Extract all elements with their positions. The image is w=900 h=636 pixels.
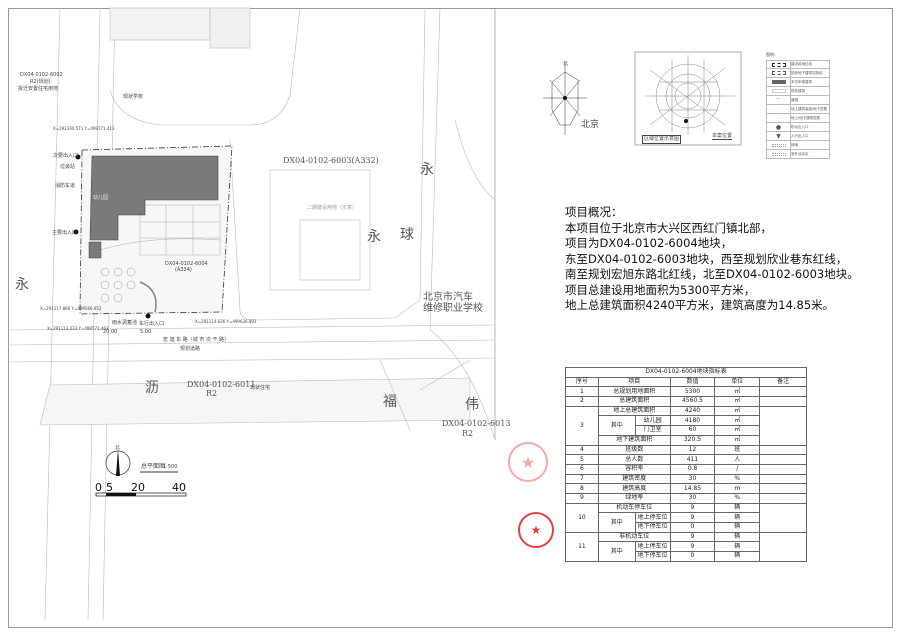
school-label-line2: 维修职业学校 (423, 303, 483, 314)
legend-item: 地上建筑高度/地下层数 (791, 106, 828, 111)
wind-rose-city: 北京 (581, 120, 600, 130)
existing-school-label: 现状学校 (123, 94, 144, 100)
dimension-label: 5.00 (140, 329, 152, 335)
plan-title: 总平面图 (141, 463, 166, 470)
parcel-6002-label: DX04-0102-6002 (20, 72, 63, 78)
parcel-6013-label: DX04-0102-6013 (442, 419, 511, 428)
street-char: 沥 (145, 380, 159, 396)
scale-tick: 40 (172, 481, 186, 494)
coord-label: X=291114.636 Y=499626.891 (195, 319, 257, 324)
legend-item: 机动出入口 (791, 124, 809, 129)
wind-rose-north: 北 (563, 61, 569, 67)
garbage-label: 垃圾站 (60, 164, 76, 170)
overview-line: 南至规划宏旭东路北红线，北至DX04-0102-6003地块。 (565, 267, 859, 281)
parcel-6002-note: 拆迁安置住宅用地 (18, 86, 59, 92)
legend-item: 人行出入口 (791, 133, 809, 138)
legend: 图例： 建设用地红线 规划地下建筑控制线 本次申报建筑 现状建筑 ⌒道路 ·地上… (766, 52, 830, 159)
parcel-6003-label: DX04-0102-6003(A332) (283, 156, 379, 165)
plan-scale: 1:500 (163, 464, 178, 470)
coord-label: X=291113.033 Y=499571.463 (47, 326, 109, 331)
street-char: 伟 (465, 397, 479, 413)
legend-item: 绿地 (791, 142, 798, 147)
location-map-caption: 区域位置示意图 (642, 135, 682, 144)
street-char: 球 (400, 227, 414, 243)
coord-label: X=291117.886 Y=499566.952 (40, 306, 102, 311)
legend-item: 现状建筑 (791, 88, 805, 93)
kindergarten-building (89, 155, 219, 241)
scale-tick: 20 (131, 481, 145, 494)
parcel-6011-code: R2 (206, 389, 218, 398)
parcel-6002-code: R2(规划) (30, 79, 51, 85)
overview-line: 项目为DX04-0102-6004地块， (565, 236, 733, 250)
location-map-site: 本案位置 (712, 133, 733, 140)
dimension-label: 20.00 (103, 329, 118, 335)
drawing-frame (8, 8, 893, 628)
overview-line: 本项目位于北京市大兴区西红门镇北部， (565, 220, 772, 235)
school-label-line1: 北京市汽车 (423, 292, 473, 303)
street-char: 永 (420, 162, 434, 178)
overview-line: 东至DX04-0102-6003地块，西至规划欣业巷东红线， (565, 251, 848, 266)
table-header: 序号 项目 数值 单位 备注 (565, 376, 807, 388)
overview-line: 项目概况： (565, 205, 623, 219)
fire-road-label: 消防车道 (55, 183, 76, 189)
kindergarten-label: 幼儿园 (93, 195, 109, 201)
company-seal: ★ (518, 512, 554, 548)
guard-room (88, 241, 102, 259)
street-char: 福 (383, 394, 397, 410)
legend-title: 图例： (766, 52, 778, 57)
legend-item: 规划地下建筑控制线 (791, 70, 823, 75)
legend-item: 本次申报建筑 (791, 79, 812, 84)
parcel-6004-label: DX04-0102-6004 (165, 261, 208, 267)
vehicle-entrance-label: 车行出入口 (139, 321, 165, 327)
table-title: DX04-0102-6004地块指标表 (565, 367, 807, 378)
overview-line: 地上总建筑面积4240平方米，建筑高度为14.85米。 (565, 298, 835, 312)
parcel-6011-label: DX04-0102-6011 (187, 380, 256, 389)
street-char: 永 (15, 277, 29, 293)
legend-item: 地上/地下建筑层数 (791, 115, 821, 120)
secondary-entrance-label: 次要出入口 (53, 153, 79, 159)
existing-housing-label: 现状住宅 (250, 385, 271, 391)
main-entrance-label: 主要出入口 (52, 230, 78, 236)
scale-tick: 5 (106, 481, 113, 494)
parcel-6013-code: R2 (462, 429, 474, 438)
south-road-note: 规划道路 (180, 346, 201, 352)
overview-line: 项目总建设用地面积为5300平方米， (565, 282, 756, 297)
legend-item: 道路 (791, 97, 798, 102)
coord-label: X=291190.571 Y=499171.413 (53, 126, 115, 131)
rain-tank-label: 雨水调蓄池 (112, 320, 138, 326)
parcel-6004-code: (A334) (175, 267, 192, 273)
street-char: 永 (367, 229, 381, 245)
company-seal-faded: ★ (508, 442, 548, 482)
north-arrow-label: 北 (115, 445, 121, 451)
phase2-note: 二期建设用地（示意） (307, 205, 358, 211)
legend-item: 建设用地红线 (791, 62, 812, 66)
scale-tick: 0 (95, 481, 102, 494)
legend-item: 室外活动区 (791, 151, 809, 156)
south-road-label: 宏 旭 东 路（城 市 次 干 路） (163, 337, 230, 343)
project-overview: 项目概况： 本项目位于北京市大兴区西红门镇北部， 项目为DX04-0102-60… (565, 205, 859, 314)
